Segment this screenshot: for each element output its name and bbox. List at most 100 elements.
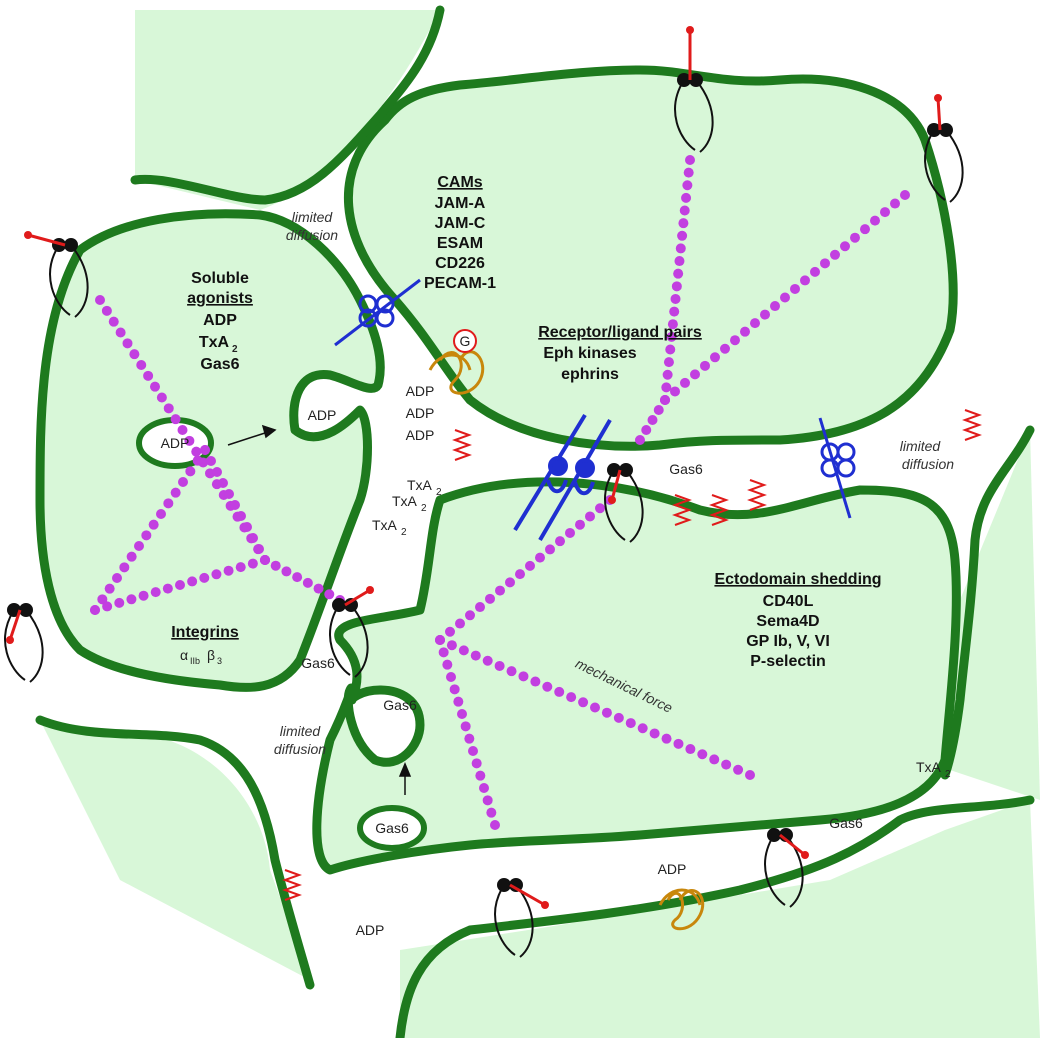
filament-bead	[177, 425, 188, 435]
filament-bead	[187, 576, 198, 587]
cams-item-1: JAM-A	[435, 195, 486, 212]
integrin-tail	[25, 609, 44, 683]
filament-bead	[138, 590, 149, 601]
filament-bead	[677, 230, 688, 241]
limited-diffusion-3a: limited	[280, 723, 322, 739]
filament-bead	[235, 562, 246, 573]
filament-bead	[830, 249, 840, 260]
filament-bead	[143, 370, 154, 381]
vesicles	[136, 417, 427, 851]
filament-bead	[721, 759, 732, 770]
limited-diffusion-3b: diffusion	[274, 741, 326, 757]
ligand-end	[686, 26, 694, 34]
filament-bead	[475, 770, 486, 781]
integrins	[4, 26, 964, 958]
filament-bead	[482, 795, 493, 806]
integrin-tail	[329, 604, 351, 676]
integrin-head	[619, 463, 633, 477]
integrin-tail	[4, 609, 26, 681]
integrin-tail	[604, 469, 626, 541]
filament-bead	[471, 758, 482, 769]
filament-bead	[770, 301, 780, 312]
filament-bead	[667, 319, 678, 330]
filament-bead	[637, 723, 648, 734]
filament-bead	[840, 241, 850, 252]
adp-release-1: ADP	[406, 383, 435, 399]
filament-bead	[184, 435, 195, 446]
txa-1-sub: 2	[436, 487, 442, 498]
filament-bead	[148, 519, 159, 530]
shedding-zigzag	[709, 494, 729, 526]
filament-bead	[900, 190, 910, 200]
integrin-head	[767, 828, 781, 842]
cam-molecule-right	[818, 417, 856, 519]
ecto-title: Ectodomain shedding	[714, 571, 881, 588]
adp-bottom-left: ADP	[356, 922, 385, 938]
limited-diffusion-2a: limited	[900, 438, 942, 454]
filament-bead	[150, 587, 161, 598]
ligand-end	[366, 586, 374, 594]
soluble-item-adp: ADP	[203, 312, 237, 329]
membrane-bottom	[395, 795, 1035, 1038]
integrin-head	[677, 73, 691, 87]
receptor-title: Receptor/ligand pairs	[538, 324, 702, 341]
filament-bead	[122, 338, 133, 349]
filament-bead	[445, 626, 455, 637]
filament-bead	[162, 583, 173, 594]
filament-bead	[790, 283, 800, 294]
filament-bead	[192, 455, 203, 466]
gas6-center: Gas6	[669, 461, 703, 477]
filament-bead	[679, 205, 690, 216]
integrin-beta-sub: 3	[217, 656, 222, 666]
filament-bead	[486, 807, 497, 818]
cam-molecule-top	[334, 278, 421, 347]
filament-bead	[114, 597, 125, 608]
filament-bead	[663, 357, 674, 368]
filament-bead	[156, 392, 167, 403]
gas6-left: Gas6	[301, 655, 335, 671]
filament-bead	[635, 435, 645, 445]
ligand-end	[608, 496, 616, 504]
filament-bead	[745, 770, 755, 780]
filament-bead	[281, 566, 292, 577]
outer-cytoplasm	[40, 10, 1040, 1038]
receptor-item-1: Eph kinases	[543, 345, 636, 362]
filament-bead	[678, 218, 689, 229]
filament-bead	[566, 692, 577, 703]
filament-bead	[453, 696, 464, 707]
filament-bead	[458, 645, 469, 656]
integrin-pair	[24, 231, 89, 318]
filament-bead	[578, 697, 589, 708]
shedding-marks	[282, 409, 982, 901]
ligand-end	[24, 231, 32, 239]
integrin-tail	[350, 604, 369, 678]
txa-1: TxA	[407, 477, 433, 493]
filament-bead	[681, 192, 692, 203]
filament-bead	[156, 509, 166, 519]
filament-bead	[485, 593, 495, 604]
filament-bead	[625, 718, 636, 729]
integrin-head	[344, 598, 358, 612]
integrins-title: Integrins	[171, 624, 239, 641]
integrin-tail	[674, 79, 696, 151]
integrin-head	[607, 463, 621, 477]
adp-vesicle-label: ADP	[161, 435, 190, 451]
filament-bead	[218, 478, 228, 488]
filament-bead	[126, 551, 137, 562]
filament-bead	[525, 560, 535, 571]
filament-bead	[254, 544, 264, 554]
filament-bead	[740, 326, 750, 337]
filament-bead	[455, 618, 465, 629]
filament-bead	[126, 594, 137, 605]
filament-bead	[108, 316, 119, 327]
ecto-item-1: CD40L	[763, 593, 814, 610]
soluble-item-txa-sub: 2	[232, 344, 238, 355]
filament-bead	[820, 258, 830, 269]
filament-bead	[270, 560, 281, 571]
ecto-item-3: GP Ib, V, VI	[746, 633, 830, 650]
txa-3-sub: 2	[401, 527, 407, 538]
filament-bead	[247, 558, 258, 569]
adp-bottom: ADP	[658, 861, 687, 877]
filament-bead	[150, 381, 160, 392]
